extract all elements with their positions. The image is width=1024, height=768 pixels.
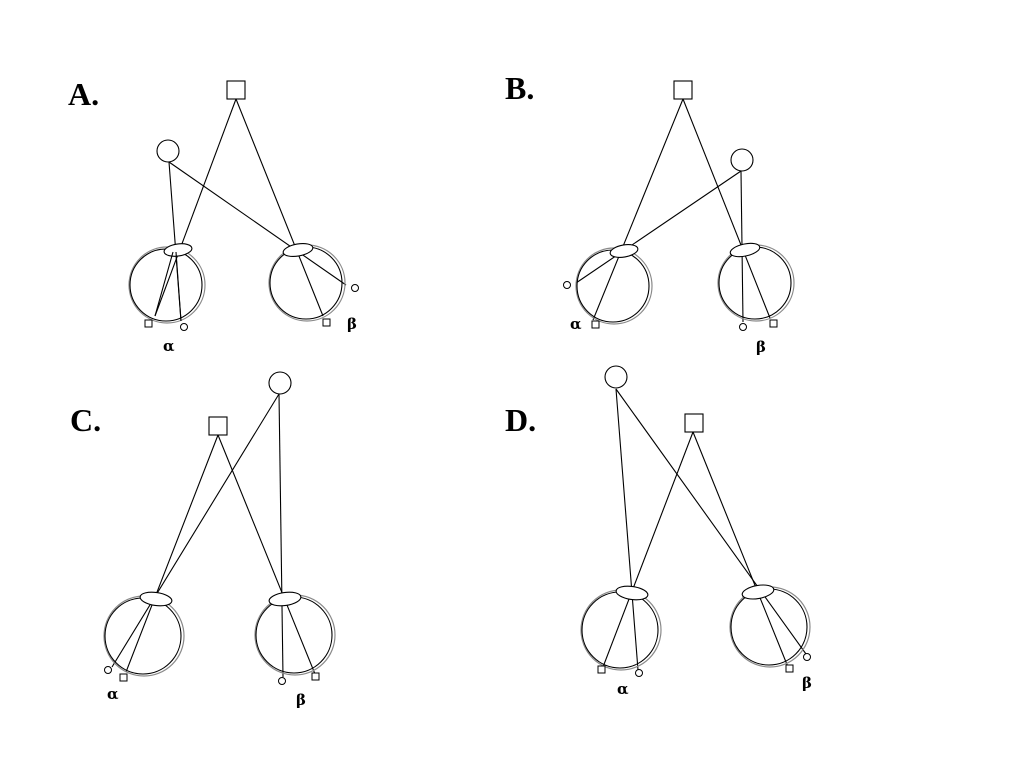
ray <box>154 98 237 317</box>
square-object <box>673 80 693 100</box>
circle-image <box>351 284 359 292</box>
alpha-label: α <box>107 685 119 703</box>
panel-label-a: A. <box>68 76 99 112</box>
ray <box>235 98 324 317</box>
ray <box>575 170 742 284</box>
ray <box>217 434 316 675</box>
square-object <box>226 80 246 100</box>
square-image <box>322 318 331 327</box>
alpha-label: α <box>163 337 175 355</box>
beta-label: β <box>802 674 812 692</box>
left-eye <box>103 591 185 677</box>
right-eye <box>268 242 346 322</box>
ray <box>615 388 639 671</box>
alpha-label: α <box>570 315 582 333</box>
lens <box>163 243 193 257</box>
circle-image <box>563 281 571 289</box>
circle-image <box>104 666 112 674</box>
right-eye <box>729 584 811 668</box>
circle-object <box>730 148 754 172</box>
lens <box>609 244 639 258</box>
beta-label: β <box>296 691 306 709</box>
ray <box>278 393 284 678</box>
beta-label: β <box>347 315 357 333</box>
ray <box>615 388 807 655</box>
panel-a: A. α β <box>68 76 359 355</box>
beta-label: β <box>756 338 766 356</box>
circle-image <box>635 669 643 677</box>
ray <box>682 98 771 319</box>
lens <box>729 242 761 258</box>
circle-image <box>739 323 747 331</box>
panel-label-b: B. <box>505 70 534 106</box>
right-eye <box>717 242 795 322</box>
square-image <box>785 664 794 673</box>
left-eye <box>575 244 653 325</box>
square-image <box>144 319 153 328</box>
ray <box>125 434 219 673</box>
square-image <box>119 673 128 682</box>
left-eye <box>128 243 206 324</box>
right-eye <box>254 591 336 676</box>
circle-object <box>156 139 180 163</box>
square-image <box>769 319 778 328</box>
square-image <box>311 672 320 681</box>
square-object <box>684 413 704 433</box>
lens <box>139 591 173 607</box>
left-eye <box>580 585 662 671</box>
ray <box>592 98 684 321</box>
circle-object <box>268 371 292 395</box>
square-image <box>597 665 606 674</box>
alpha-label: α <box>617 680 629 698</box>
lens <box>282 242 314 258</box>
circle-image <box>278 677 286 685</box>
circle-image <box>803 653 811 661</box>
panel-b: B. α β <box>505 70 795 356</box>
lens <box>741 584 775 600</box>
ray <box>168 161 347 286</box>
lens <box>268 591 302 607</box>
panel-c: C. α β <box>70 371 336 709</box>
circle-image <box>180 323 188 331</box>
square-object <box>208 416 228 436</box>
ray <box>692 431 789 668</box>
square-image <box>591 320 600 329</box>
ray <box>602 431 694 668</box>
panel-d: D. α β <box>505 365 812 698</box>
panel-label-c: C. <box>70 402 101 438</box>
circle-object <box>604 365 628 389</box>
panel-label-d: D. <box>505 402 536 438</box>
lens <box>615 585 649 601</box>
ray <box>111 393 280 668</box>
